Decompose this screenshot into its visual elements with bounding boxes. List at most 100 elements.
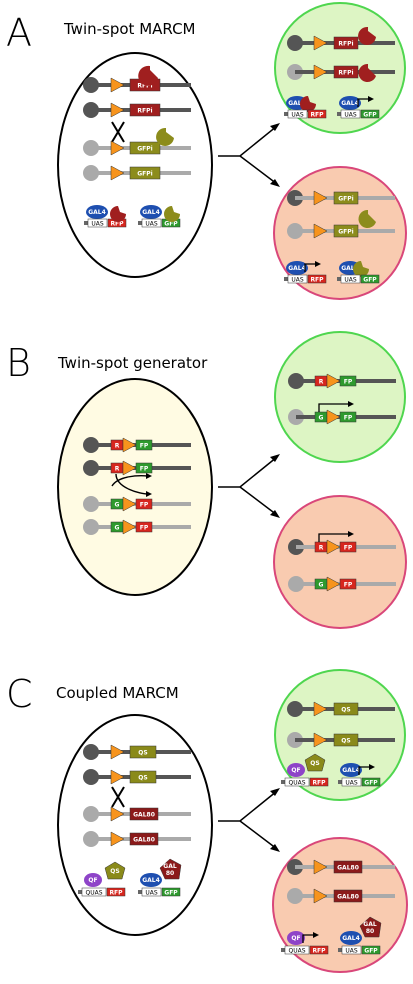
panel-c-daughter-green-chromosome-2-label: QS <box>341 738 350 745</box>
panel-b-daughter-red-chromosome-2: G FP <box>288 576 396 592</box>
panel-c-daughter-green-reporters: QF QS QUAS RFP GAL4 UAS GFP <box>281 753 381 787</box>
panel-c-daughter-red-gfp-label: GFP <box>364 948 378 955</box>
panel-a-parent-uas-label-2: UAS <box>145 221 157 228</box>
panel-a-arrowhead-down-icon <box>270 179 280 187</box>
panel-b-division-arrows <box>218 456 278 516</box>
panel-a-daughter-green-uas-label-1: UAS <box>291 112 303 119</box>
panel-c-daughter-red-uas-label: UAS <box>345 948 357 955</box>
panel-c-parent-chromosome-4: GAL80 <box>83 831 191 847</box>
panel-c-parent-chromosome-2-label: QS <box>138 775 147 782</box>
panel-a-daughter-green-gfp-label: GFP <box>363 112 377 119</box>
panel-a-daughter-red-chromosome-1: GFPi <box>287 190 395 206</box>
panel-a-daughter-green-rfp-label: RFP <box>310 112 324 119</box>
panel-c-daughter-green-gfp-label: GFP <box>364 780 378 787</box>
panel-c-parent-gal80-label-2: 80 <box>166 870 174 877</box>
panel-c-daughter-green-chromosome-2: QS <box>287 732 395 748</box>
panel-c-letter: C <box>6 672 33 716</box>
panel-a-daughter-red-uas-label-2: UAS <box>344 277 356 284</box>
panel-c-crossover-icon <box>111 786 125 808</box>
panel-b-daughter-green-fp-label-1: FP <box>344 379 353 386</box>
panel-b-parent-chromosome-2: R FP <box>83 460 191 476</box>
panel-b-crossover-icon <box>111 473 149 495</box>
panel-b-parent-chromosome-2-fp-label: FP <box>140 466 149 473</box>
panel-a-parent-chromosome-4-label: GFPi <box>137 171 152 178</box>
panel-a-parent-chromosome-1-label: RFPi <box>137 83 152 90</box>
panel-c-daughter-green-gal4-label: GAL4 <box>342 767 360 774</box>
panel-b-daughter-green-chromosome-1: R FP <box>288 373 396 389</box>
panel-c-parent-chromosome-4-label: GAL80 <box>133 837 155 844</box>
panel-c-parent-uas-label: UAS <box>145 890 157 897</box>
panel-c-daughter-green-quas-label: QUAS <box>288 780 305 787</box>
panel-c-parent-rfp-label: RFP <box>109 890 123 897</box>
panel-a-parent-chromosome-2: RFPi <box>83 102 191 118</box>
panel-c-daughter-red-chromosome-2: GAL80 <box>287 888 395 904</box>
panel-a-daughter-green-uas-label-2: UAS <box>344 112 356 119</box>
panel-a-parent-gal4-label: GAL4 <box>88 209 106 216</box>
panel-b-crossover-arrowhead-2-icon <box>146 473 152 479</box>
panel-c-parent-reporters: QF QS QUAS RFP GAL4 GAL 80 UAS GFP <box>78 858 182 897</box>
panel-a-daughter-red-chromosome-2: GFPi <box>287 223 395 239</box>
panel-b-daughter-red-g-label: G <box>319 582 324 589</box>
panel-c-daughter-green-qf-label: QF <box>291 767 300 774</box>
panel-b: B Twin-spot generator R FP R FP <box>6 331 407 629</box>
panel-a-daughter-red-chromosome-2-label: GFPi <box>338 229 353 236</box>
panel-c-daughter-green-qs-label: QS <box>310 760 319 767</box>
panel-b-parent-cell <box>57 378 213 596</box>
panel-a-parent-chromosome-3: GFPi <box>83 140 191 156</box>
panel-a-daughter-red-gal4-label: GAL4 <box>288 265 306 272</box>
panel-c-daughter-red-quas-label: QUAS <box>288 948 305 955</box>
panel-a-parent-chromosome-2-label: RFPi <box>137 108 152 115</box>
panel-b-daughter-green-r-label: R <box>319 379 324 386</box>
panel-a: A Twin-spot MARCM RFPi RFPi <box>6 2 407 300</box>
panel-b-parent-chromosome-3-g-label: G <box>115 502 120 509</box>
panel-c-parent-gfp-label: GFP <box>164 890 178 897</box>
panel-b-daughter-red-fp-label-1: FP <box>344 545 353 552</box>
panel-c-parent-chromosome-1: QS <box>83 744 191 760</box>
panel-c-parent-chromosome-1-label: QS <box>138 750 147 757</box>
panel-b-daughter-red-fp-label-2: FP <box>344 582 353 589</box>
panel-c-parent-chromosome-3-label: GAL80 <box>133 812 155 819</box>
panel-a-parent-gal4-label-2: GAL4 <box>142 209 160 216</box>
panel-c-daughter-green-chromosome-1: QS <box>287 701 395 717</box>
panel-b-daughter-green-chromosome-2: G FP <box>288 401 396 425</box>
panel-b-parent-chromosome-4-g-label: G <box>115 525 120 532</box>
panel-c-parent-gal4-label: GAL4 <box>142 877 160 884</box>
panel-c-division-arrows <box>218 790 278 850</box>
panel-b-daughter-green-cell <box>274 331 406 463</box>
panel-a-daughter-red-uas-label-1: UAS <box>291 277 303 284</box>
panel-b-title: Twin-spot generator <box>57 354 208 372</box>
panel-c-daughter-red-chromosome-2-label: GAL80 <box>337 894 359 901</box>
panel-c-arrowhead-up-icon <box>270 788 280 796</box>
panel-a-daughter-green-chromosome-1-label: RFPi <box>338 41 353 48</box>
panel-c-daughter-green-uas-label: UAS <box>345 780 357 787</box>
panel-a-daughter-red-gfp-label: GFP <box>363 277 377 284</box>
panel-b-parent-chromosome-3-fp-label: FP <box>140 502 149 509</box>
panel-a-daughter-green-pacman-icon-2 <box>358 63 376 82</box>
panel-a-daughter-green-chromosome-2: RFPi <box>287 64 395 80</box>
panel-b-parent-chromosome-1: R FP <box>83 437 191 453</box>
panel-a-parent-chromosome-4: GFPi <box>83 165 191 181</box>
panel-c-title: Coupled MARCM <box>56 684 179 702</box>
panel-a-gfpi-pacman-icon <box>156 127 174 146</box>
panel-c-daughter-red-gal4-label: GAL4 <box>342 935 360 942</box>
panel-b-parent-chromosome-2-r-label: R <box>115 466 120 473</box>
panel-c-daughter-red-gal80-label-1: GAL <box>363 921 377 928</box>
panel-c-daughter-red-gal80-label-2: 80 <box>366 928 374 935</box>
panel-a-crossover-icon <box>111 121 125 143</box>
panel-a-daughter-green-gal4-label-2: GAL4 <box>341 100 359 107</box>
panel-a-daughter-red-rfp-label: RFP <box>310 277 324 284</box>
panel-b-parent-chromosome-1-r-label: R <box>115 443 120 450</box>
panel-a-parent-chromosome-3-label: GFPi <box>137 146 152 153</box>
panel-a-parent-gfp-label: GFP <box>164 221 178 228</box>
panel-a-rfpi-pacman-icon <box>138 65 158 86</box>
panel-c-daughter-green-chromosome-1-label: QS <box>341 707 350 714</box>
panel-a-daughter-green-chromosome-2-label: RFPi <box>338 70 353 77</box>
panel-c-daughter-red-cell <box>272 837 408 973</box>
panel-b-daughter-red-chromosome-1: R FP <box>288 531 396 555</box>
panel-b-daughter-red-cell <box>273 495 407 629</box>
panel-a-daughter-green-gal4-label: GAL4 <box>288 100 306 107</box>
panel-a-daughter-red-pacman-icon <box>358 209 376 228</box>
panel-b-parent-chromosome-3: G FP <box>83 496 191 512</box>
panel-b-arrowhead-down-icon <box>270 510 280 518</box>
panel-a-daughter-green-chromosome-1: RFPi <box>287 35 395 51</box>
